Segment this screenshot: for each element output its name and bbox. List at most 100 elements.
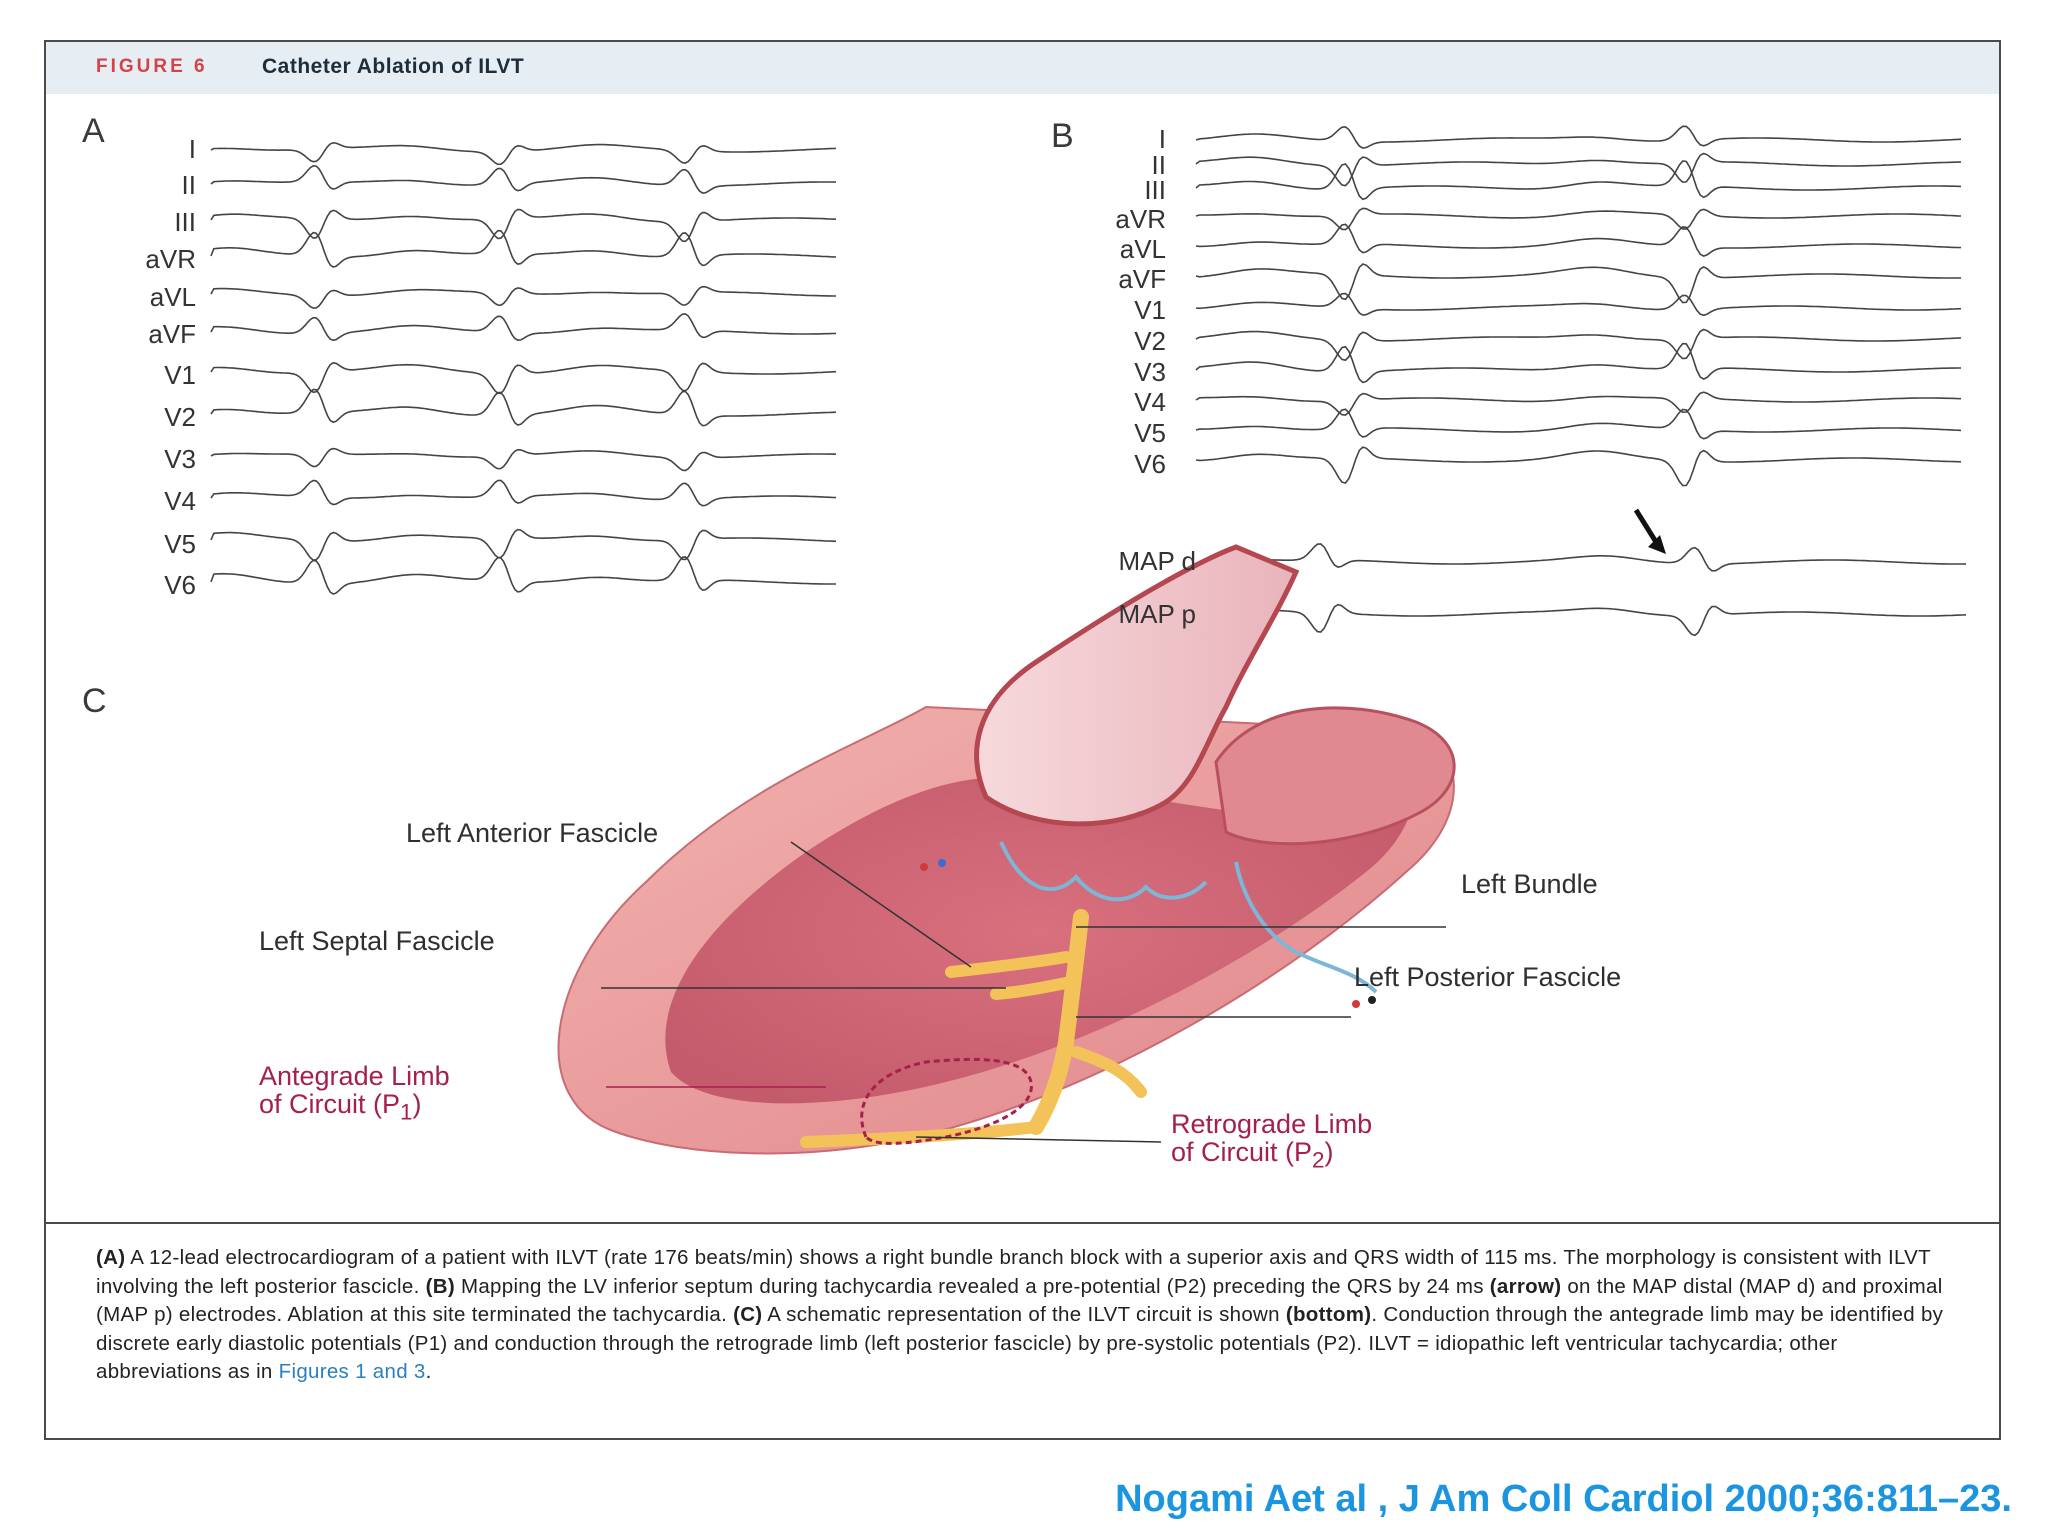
lead-label-a-avr: aVR bbox=[145, 244, 196, 274]
ecg-trace-a-6 bbox=[210, 313, 837, 342]
ecg-trace-b-7 bbox=[1195, 292, 1962, 317]
ecg-trace-a-5 bbox=[210, 285, 836, 309]
label-retrograde-limb: Retrograde Limb of Circuit (P2) bbox=[1171, 1110, 1372, 1174]
lead-label-a-ii: II bbox=[181, 170, 196, 200]
figure-label: FIGURE 6 bbox=[96, 56, 208, 77]
ecg-trace-b-5 bbox=[1195, 223, 1962, 257]
reentry-circuit bbox=[860, 1057, 1033, 1145]
lead-label-b-iii: III bbox=[1144, 175, 1166, 205]
lead-label-b-avf: aVF bbox=[1118, 264, 1166, 294]
ecg-trace-b-6 bbox=[1195, 263, 1962, 304]
heart-schematic bbox=[557, 508, 1666, 1155]
lead-label-b-avl: aVL bbox=[1119, 234, 1166, 264]
figure-title: Catheter Ablation of ILVT bbox=[262, 55, 525, 78]
caption-bottom-tag: (bottom) bbox=[1285, 1303, 1372, 1326]
ecg-trace-a-7 bbox=[210, 361, 837, 395]
figure-header: FIGURE 6 Catheter Ablation of ILVT bbox=[46, 42, 1999, 94]
caption-end: . bbox=[425, 1360, 432, 1383]
panel-a-letter: A bbox=[82, 112, 105, 150]
aortic-valve bbox=[999, 841, 1208, 902]
left-bundle bbox=[1028, 909, 1089, 1135]
antegrade-line2: of Circuit (P bbox=[259, 1089, 401, 1119]
arrow-head-icon bbox=[1648, 535, 1666, 554]
antegrade-line1: Antegrade Limb bbox=[259, 1061, 450, 1091]
antegrade-close: ) bbox=[412, 1089, 422, 1119]
caption-b-tag: (B) bbox=[425, 1274, 455, 1298]
map-d-label: MAP d bbox=[1118, 546, 1196, 576]
panel-c-letter: C bbox=[82, 682, 107, 720]
ecg-trace-b-8 bbox=[1195, 328, 1962, 362]
lead-label-a-v3: V3 bbox=[164, 444, 196, 474]
lead-label-b-ii: II bbox=[1151, 150, 1166, 180]
ecg-trace-b-1 bbox=[1195, 125, 1962, 149]
caption-c-text2: . Conduction through the antegrade limb … bbox=[96, 1303, 1944, 1383]
label-left-septal-fascicle: Left Septal Fascicle bbox=[259, 926, 495, 956]
caption-arrow-tag: (arrow) bbox=[1489, 1274, 1562, 1298]
panel-b-letter: B bbox=[1051, 117, 1074, 155]
figures-link[interactable]: Figures 1 and 3 bbox=[278, 1360, 426, 1383]
aorta bbox=[974, 544, 1300, 827]
retrograde-line1: Retrograde Limb bbox=[1171, 1109, 1373, 1139]
lead-label-b-avr: aVR bbox=[1115, 204, 1166, 234]
ecg-trace-a-3 bbox=[210, 208, 837, 243]
electrode-posterior-dark bbox=[1368, 996, 1376, 1004]
ecg-trace-b-10 bbox=[1195, 391, 1962, 416]
ecg-trace-b-9 bbox=[1195, 342, 1961, 384]
ecg-trace-a-10 bbox=[210, 479, 837, 507]
lead-label-a-avl: aVL bbox=[149, 282, 196, 312]
retrograde-sub: 2 bbox=[1312, 1147, 1325, 1173]
ecg-trace-b-12 bbox=[1195, 446, 1962, 487]
figure-panel: FIGURE 6 Catheter Ablation of ILVT bbox=[44, 40, 2001, 1440]
citation: Nogami Aet al , J Am Coll Cardiol 2000;3… bbox=[1115, 1478, 2012, 1520]
arrow-shaft bbox=[1633, 508, 1659, 544]
lead-label-b-v6: V6 bbox=[1134, 449, 1166, 479]
ecg-trace-a-9 bbox=[210, 447, 837, 472]
caption-box: (A) A 12-lead electrocardiogram of a pat… bbox=[46, 1222, 1999, 1438]
caption-a-tag: (A) bbox=[96, 1246, 126, 1269]
caption-b-text2: on the MAP distal (MAP d) and proximal (… bbox=[96, 1274, 1943, 1327]
lead-label-a-avf: aVF bbox=[148, 319, 196, 349]
map-p-trace bbox=[1210, 603, 1967, 637]
left-posterior-fascicle bbox=[1070, 1046, 1147, 1098]
left-septal-fascicle bbox=[990, 976, 1077, 1000]
label-left-bundle: Left Bundle bbox=[1461, 869, 1598, 899]
lead-label-b-v3: V3 bbox=[1134, 357, 1166, 387]
label-left-anterior-fascicle: Left Anterior Fascicle bbox=[406, 818, 659, 848]
caption-c-text: A schematic representation of the ILVT c… bbox=[762, 1303, 1286, 1326]
retrograde-limb-fascicle bbox=[800, 1121, 1042, 1148]
ecg-trace-a-8 bbox=[210, 388, 837, 427]
caption-c-tag: (C) bbox=[733, 1303, 763, 1326]
caption-b-text: Mapping the LV inferior septum during ta… bbox=[454, 1274, 1490, 1298]
electrode-posterior-red bbox=[1352, 1000, 1360, 1008]
lead-label-a-v5: V5 bbox=[164, 529, 196, 559]
lead-label-a-v4: V4 bbox=[164, 486, 196, 516]
lead-label-a-v6: V6 bbox=[164, 570, 196, 600]
septal-edge bbox=[1234, 861, 1378, 994]
ecg-trace-b-3 bbox=[1195, 160, 1962, 201]
lead-label-a-v2: V2 bbox=[164, 402, 196, 432]
ecg-traces bbox=[210, 125, 1967, 637]
lead-label-a-iii: III bbox=[174, 207, 196, 237]
lead-label-b-v5: V5 bbox=[1134, 418, 1166, 448]
map-d-trace bbox=[1210, 543, 1967, 572]
lead-label-b-v2: V2 bbox=[1134, 326, 1166, 356]
lv-cavity bbox=[665, 762, 1413, 1104]
ecg-trace-b-4 bbox=[1195, 207, 1962, 231]
retrograde-line2: of Circuit (P bbox=[1171, 1137, 1313, 1167]
left-anterior-fascicle bbox=[945, 951, 1072, 978]
label-left-posterior-fascicle: Left Posterior Fascicle bbox=[1354, 962, 1622, 992]
leader-left-anterior bbox=[790, 841, 972, 968]
ecg-trace-a-4 bbox=[210, 229, 837, 268]
leader-retrograde bbox=[915, 1136, 1162, 1143]
lead-label-a-i: I bbox=[188, 134, 196, 164]
mitral-opening bbox=[1214, 706, 1456, 846]
ecg-trace-a-1 bbox=[210, 141, 837, 166]
lead-label-b-i: I bbox=[1158, 124, 1166, 154]
ecg-trace-a-11 bbox=[210, 528, 837, 561]
caption-a-text: A 12-lead electrocardiogram of a patient… bbox=[96, 1246, 1931, 1298]
figure-caption: (A) A 12-lead electrocardiogram of a pat… bbox=[96, 1244, 1956, 1387]
electrode-anterior-red bbox=[920, 863, 928, 871]
retrograde-close: ) bbox=[1324, 1137, 1334, 1167]
electrode-anterior-blue bbox=[938, 859, 946, 867]
antegrade-sub: 1 bbox=[400, 1099, 413, 1125]
